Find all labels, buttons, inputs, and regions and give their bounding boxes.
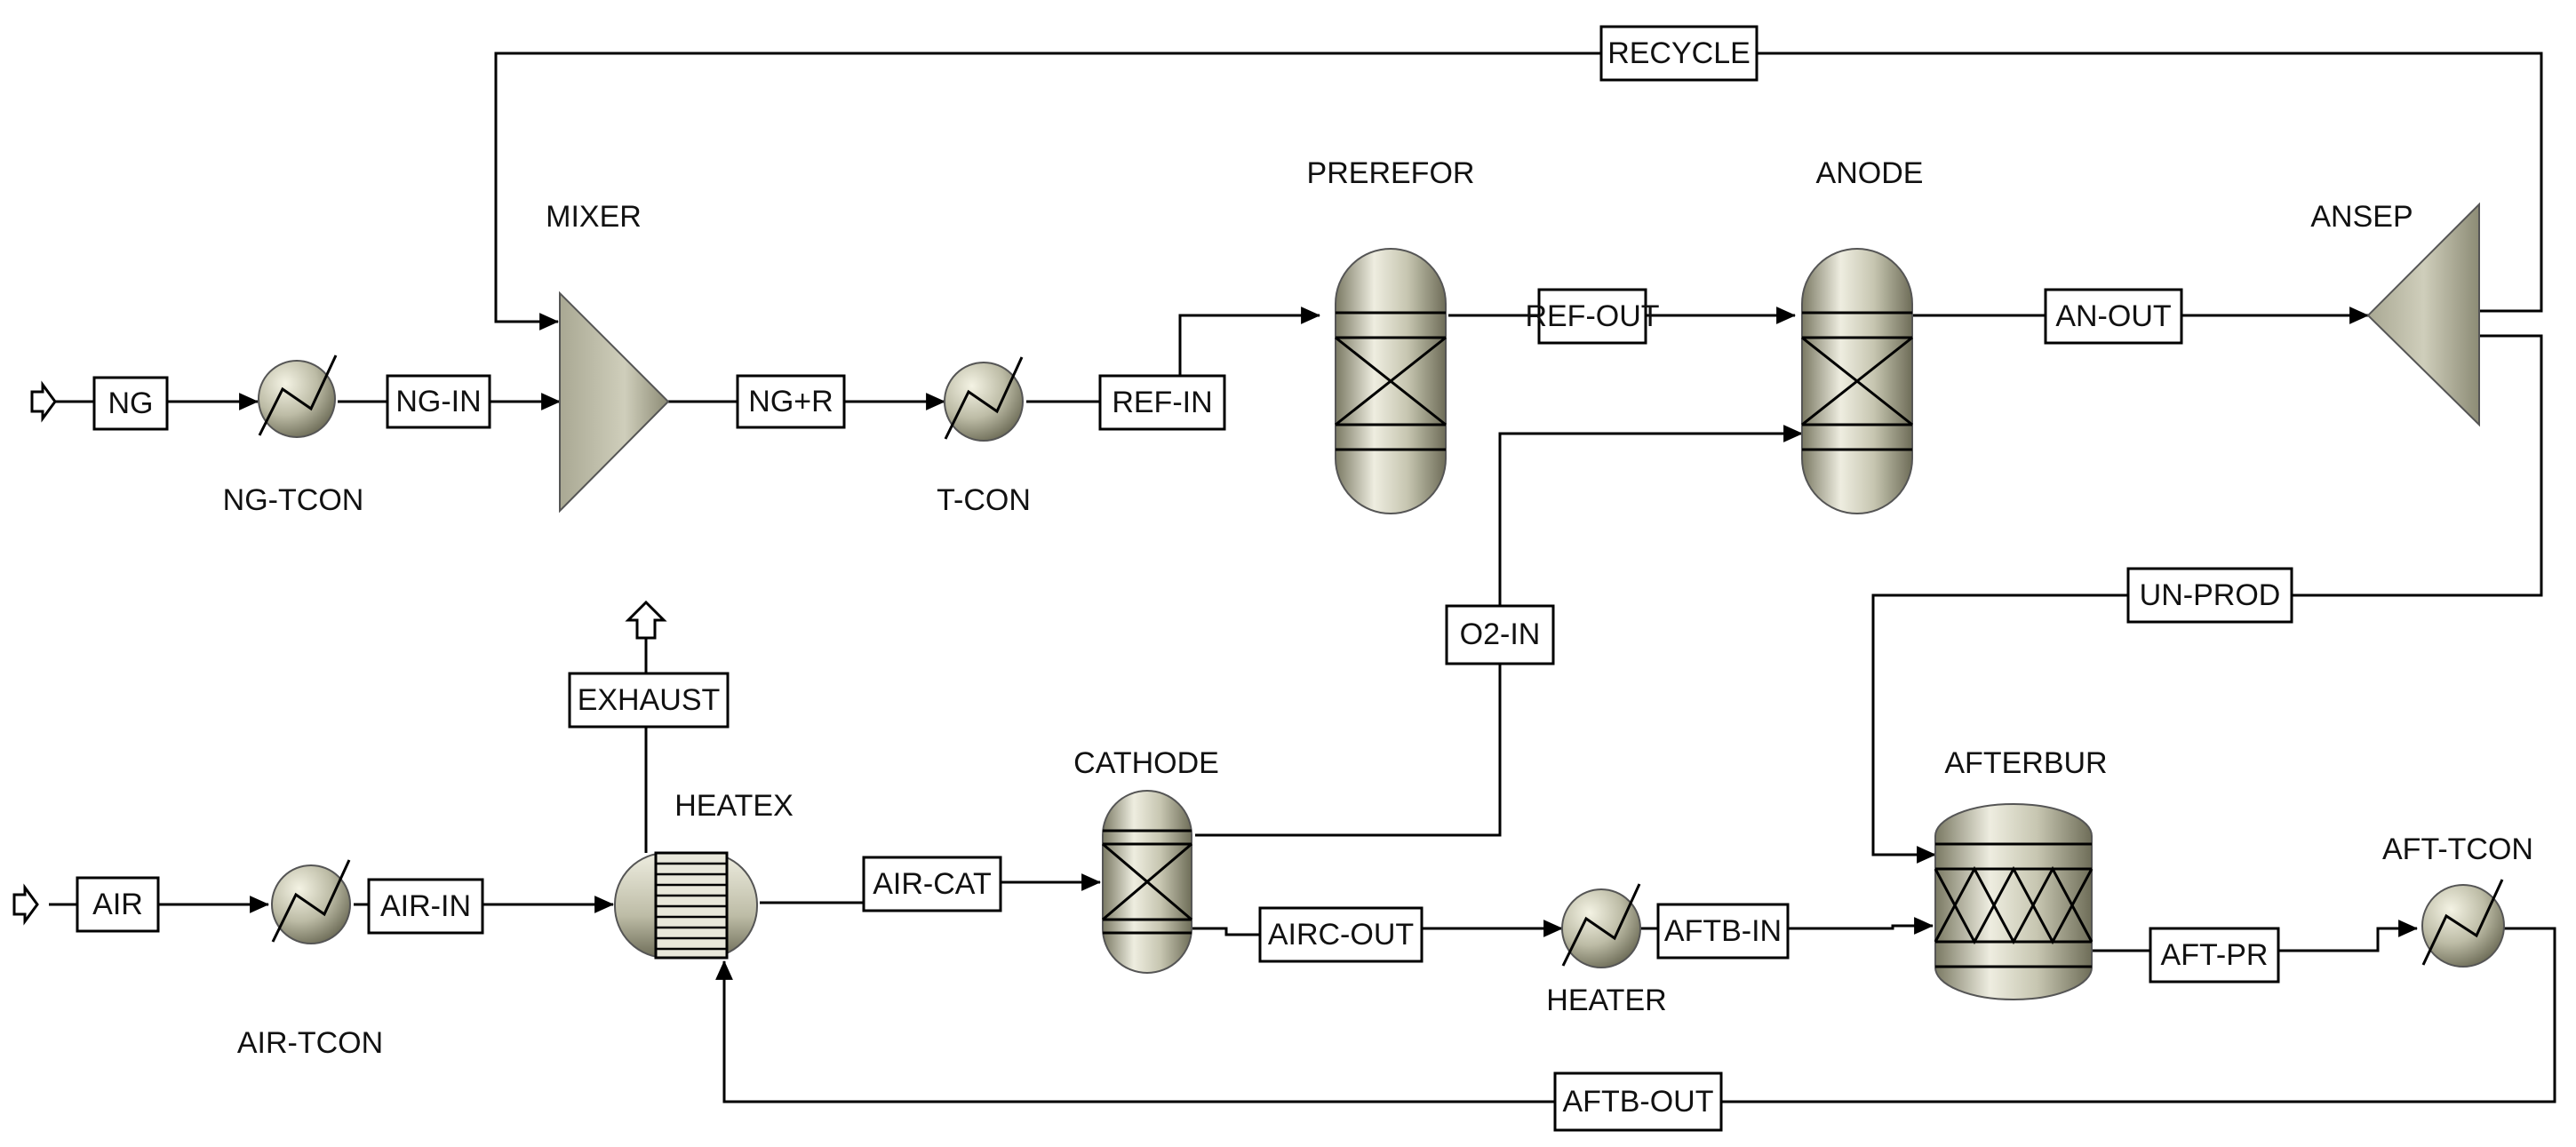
stream-aftb-out-label[interactable]: AFTB-OUT: [1553, 1071, 1723, 1132]
block-label-prerefor: PREREFOR: [1307, 156, 1475, 190]
block-label-afterbur: AFTERBUR: [1944, 746, 2107, 780]
svg-text:REF-OUT: REF-OUT: [1525, 299, 1659, 333]
block-label-heatex: HEATEX: [674, 789, 794, 823]
stream-ng-in-label[interactable]: NG-IN: [386, 374, 491, 429]
heatex-shell-tube-exchanger-icon[interactable]: [614, 851, 758, 960]
stream-lines: [49, 52, 2556, 1103]
svg-text:AIRC-OUT: AIRC-OUT: [1268, 918, 1414, 952]
anode-reactor-icon[interactable]: [1801, 248, 1913, 514]
block-label-aft-tcon: AFT-TCON: [2382, 832, 2533, 866]
t-con-heat-exchanger-icon[interactable]: [944, 356, 1024, 442]
svg-text:AN-OUT: AN-OUT: [2055, 299, 2171, 333]
stream-un-prod-label[interactable]: UN-PROD: [2126, 567, 2293, 624]
stream-air-cat-label[interactable]: AIR-CAT: [862, 856, 1002, 912]
block-label-mixer: MIXER: [546, 200, 642, 234]
stream-aft-pr-label[interactable]: AFT-PR: [2149, 927, 2280, 984]
stream-air-label[interactable]: AIR: [76, 876, 160, 933]
stream-o2-in-label[interactable]: O2-IN: [1445, 604, 1555, 665]
block-label-ansep: ANSEP: [2310, 200, 2413, 234]
stream-air-in-label[interactable]: AIR-IN: [367, 878, 484, 935]
stream-airc-out-label[interactable]: AIRC-OUT: [1258, 906, 1424, 963]
stream-ng-r-label[interactable]: NG+R: [736, 374, 846, 429]
svg-text:NG+R: NG+R: [748, 385, 833, 418]
svg-text:NG: NG: [108, 386, 154, 420]
stream-an-out-label[interactable]: AN-OUT: [2044, 288, 2183, 345]
ng-feed-arrow-icon: [30, 380, 57, 423]
svg-text:REF-IN: REF-IN: [1112, 386, 1212, 419]
stream-ng-label[interactable]: NG: [92, 376, 169, 431]
stream-aftb-in-label[interactable]: AFTB-IN: [1656, 903, 1790, 960]
stream-ref-out-label[interactable]: REF-OUT: [1525, 288, 1660, 345]
cathode-reactor-icon[interactable]: [1102, 790, 1192, 974]
stream-exhaust-label[interactable]: EXHAUST: [568, 672, 730, 729]
svg-text:NG-IN: NG-IN: [395, 385, 481, 418]
ng-tcon-heat-exchanger-icon[interactable]: [258, 354, 338, 438]
prerefor-reactor-icon[interactable]: [1335, 248, 1447, 514]
block-label-t-con: T-CON: [937, 483, 1031, 517]
svg-text:AFT-PR: AFT-PR: [2161, 938, 2269, 972]
afterbur-reactor-icon[interactable]: [1934, 803, 2093, 1000]
svg-text:AIR-IN: AIR-IN: [380, 889, 471, 923]
svg-text:AIR-CAT: AIR-CAT: [873, 867, 991, 901]
svg-text:AIR: AIR: [92, 888, 143, 921]
mixer-icon[interactable]: [559, 291, 670, 514]
svg-text:AFTB-OUT: AFTB-OUT: [1563, 1085, 1714, 1119]
svg-text:AFTB-IN: AFTB-IN: [1664, 914, 1782, 948]
heater-heat-exchanger-icon[interactable]: [1561, 883, 1641, 968]
ansep-splitter-icon[interactable]: [2366, 202, 2480, 427]
block-label-anode: ANODE: [1816, 156, 1924, 190]
block-label-cathode: CATHODE: [1073, 746, 1219, 780]
svg-text:UN-PROD: UN-PROD: [2140, 578, 2281, 612]
exhaust-product-arrow-icon: [625, 600, 667, 640]
block-label-heater: HEATER: [1546, 984, 1666, 1017]
svg-text:O2-IN: O2-IN: [1460, 617, 1541, 651]
air-tcon-heat-exchanger-icon[interactable]: [271, 859, 351, 944]
block-label-ng-tcon: NG-TCON: [223, 483, 364, 517]
svg-text:EXHAUST: EXHAUST: [578, 683, 721, 717]
aft-tcon-heat-exchanger-icon[interactable]: [2421, 879, 2505, 968]
air-feed-arrow-icon: [12, 883, 39, 926]
block-label-air-tcon: AIR-TCON: [237, 1026, 383, 1060]
stream-ref-in-label[interactable]: REF-IN: [1098, 374, 1226, 431]
svg-text:RECYCLE: RECYCLE: [1607, 36, 1751, 70]
stream-recycle-label[interactable]: RECYCLE: [1599, 25, 1759, 82]
